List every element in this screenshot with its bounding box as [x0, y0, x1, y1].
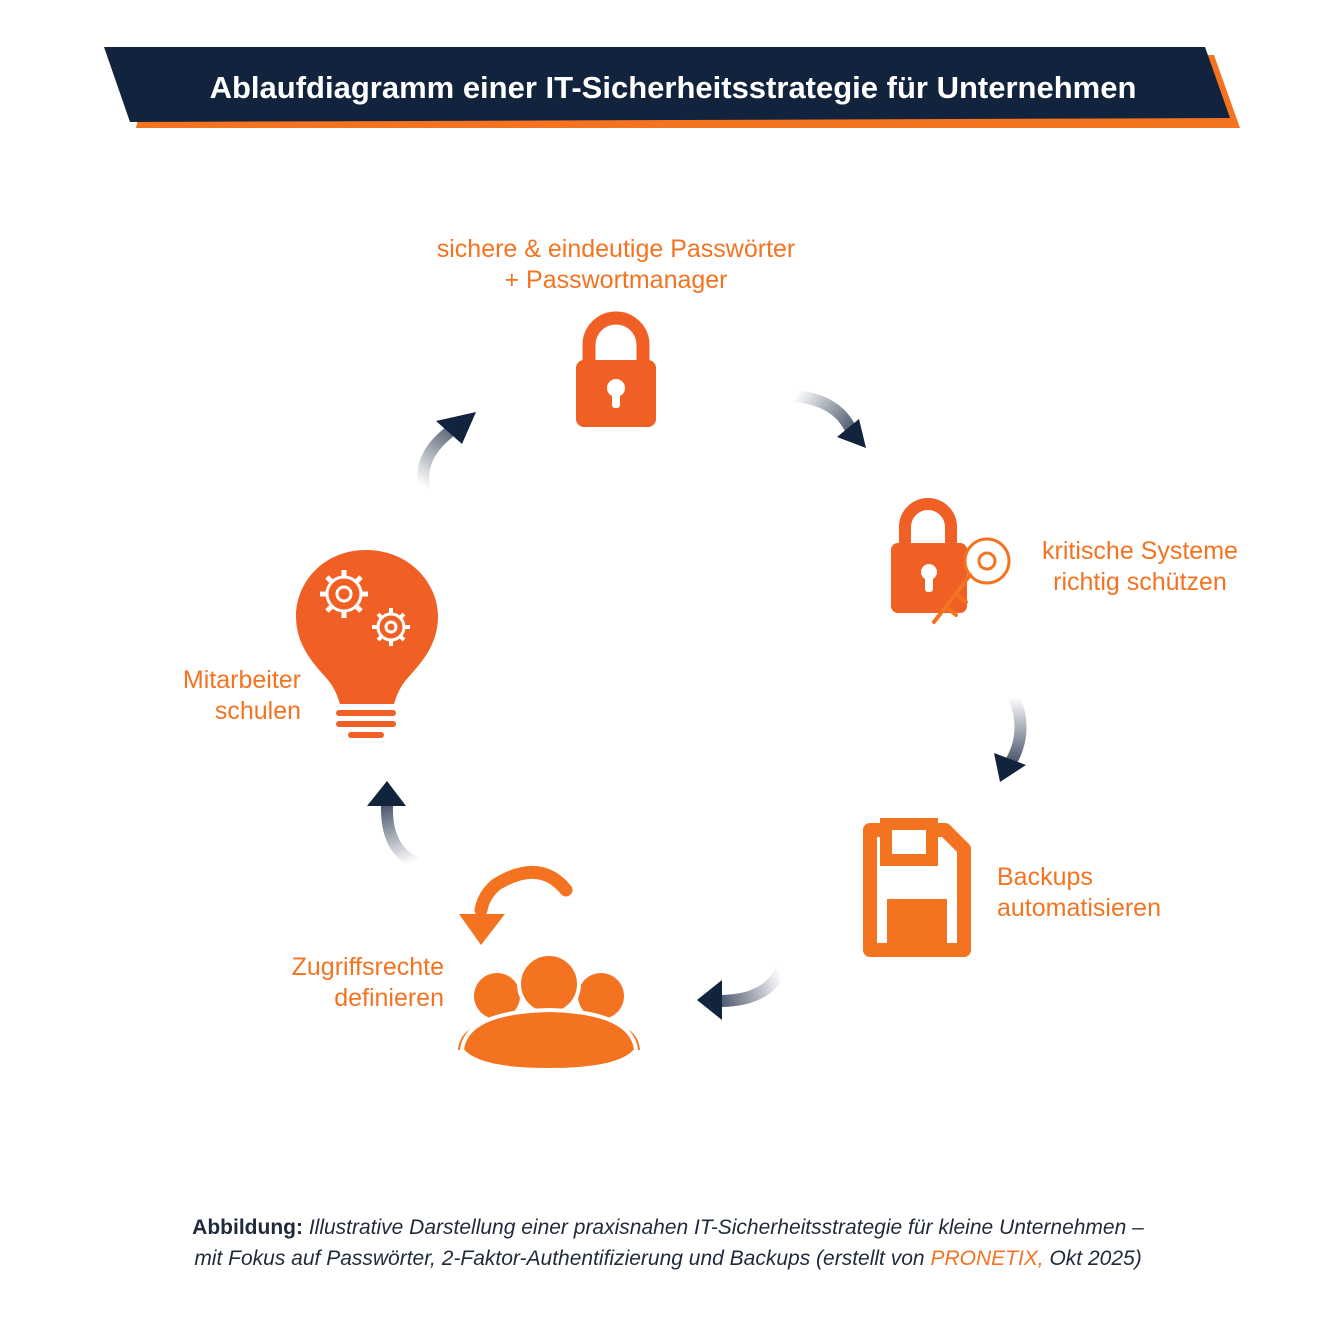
caption-prefix: Abbildung:	[192, 1216, 303, 1239]
step-label-line: Backups	[997, 863, 1093, 891]
step-label-line: kritische Systeme	[1042, 537, 1238, 565]
caption-text-1: Illustrative Darstellung einer praxisnah…	[308, 1216, 1144, 1239]
step-label-line: + Passwortmanager	[504, 266, 728, 294]
cycle-arrow-1	[789, 390, 866, 448]
floppy-disk-icon	[863, 818, 971, 957]
step-label-line: Mitarbeiter	[182, 666, 301, 694]
caption-date: Okt 2025)	[1049, 1247, 1142, 1270]
step-label-passwords: sichere & eindeutige Passwörter + Passwo…	[408, 234, 824, 296]
step-label-line: definieren	[334, 984, 444, 1012]
user-group-arrow-icon	[459, 865, 573, 945]
caption-line-2: mit Fokus auf Passwörter, 2-Faktor-Authe…	[60, 1243, 1276, 1274]
cycle-arrow-5	[417, 412, 476, 493]
title-banner	[104, 47, 1240, 128]
step-label-access-rights: Zugriffsrechte definieren	[236, 952, 444, 1014]
figure-caption: Abbildung: Illustrative Darstellung eine…	[60, 1212, 1276, 1274]
step-label-line: sichere & eindeutige Passwörter	[436, 235, 796, 263]
padlock-icon	[576, 311, 656, 427]
step-label-training: Mitarbeiter schulen	[120, 665, 301, 727]
user-group-icon	[458, 952, 640, 1073]
padlock-key-icon	[891, 498, 1011, 624]
step-label-line: richtig schützen	[1053, 568, 1227, 596]
step-label-backups: Backups automatisieren	[997, 862, 1207, 924]
step-label-line: schulen	[214, 697, 301, 725]
caption-line-1: Abbildung: Illustrative Darstellung eine…	[60, 1212, 1276, 1243]
lightbulb-gears-icon	[296, 550, 438, 738]
banner-bar	[104, 47, 1230, 122]
cycle-arrow-4	[367, 781, 420, 868]
caption-text-2: mit Fokus auf Passwörter, 2-Faktor-Authe…	[194, 1247, 925, 1270]
step-label-critical-systems: kritische Systeme richtig schützen	[1030, 536, 1250, 598]
caption-brand: PRONETIX,	[930, 1247, 1044, 1270]
cycle-arrow-2	[994, 691, 1027, 782]
cycle-arrow-3	[697, 966, 786, 1020]
page-title: Ablaufdiagramm einer IT-Sicherheitsstrat…	[209, 70, 1137, 105]
step-label-line: Zugriffsrechte	[291, 953, 444, 981]
step-label-line: automatisieren	[997, 894, 1161, 922]
